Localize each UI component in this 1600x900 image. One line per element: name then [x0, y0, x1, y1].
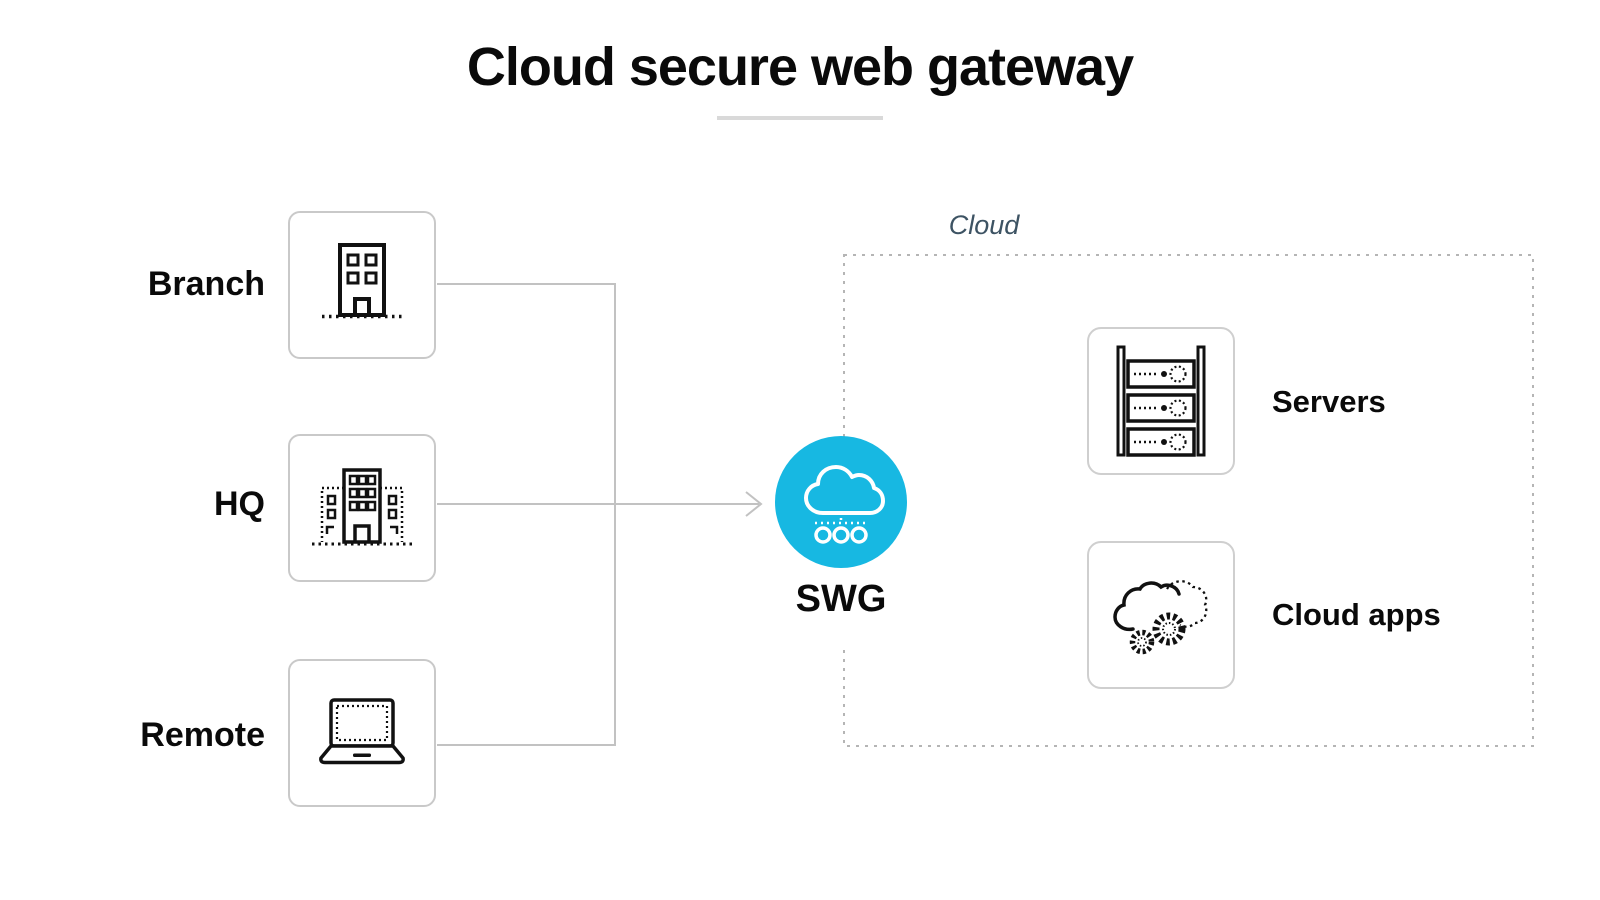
- swg-gateway-circle: [775, 436, 907, 568]
- arrowhead-icon: [745, 491, 763, 517]
- trunk-connector-line: [437, 283, 616, 746]
- hq-building-icon: [312, 468, 412, 546]
- page-title: Cloud secure web gateway: [466, 37, 1134, 97]
- servers-node-box: [1087, 327, 1235, 475]
- cloud-region-label: Cloud: [948, 210, 1020, 240]
- hq-label: HQ: [214, 485, 265, 523]
- swg-label: SWG: [783, 568, 899, 646]
- branch-node-box: [288, 211, 436, 359]
- branch-label: Branch: [147, 265, 265, 303]
- cloud-icon: [804, 465, 885, 544]
- hq-node-box: [288, 434, 436, 582]
- cloud-region-dashed-border: [843, 254, 1534, 747]
- office-building-icon: [322, 243, 402, 319]
- remote-label: Remote: [140, 716, 265, 754]
- remote-node-box: [288, 659, 436, 807]
- server-rack-icon: [1116, 345, 1206, 457]
- cloud-apps-label: Cloud apps: [1272, 597, 1441, 632]
- cloud-gears-icon: [1113, 580, 1208, 655]
- title-underline: [717, 116, 883, 120]
- laptop-icon: [319, 698, 405, 765]
- servers-label: Servers: [1272, 384, 1386, 419]
- cloud-apps-node-box: [1087, 541, 1235, 689]
